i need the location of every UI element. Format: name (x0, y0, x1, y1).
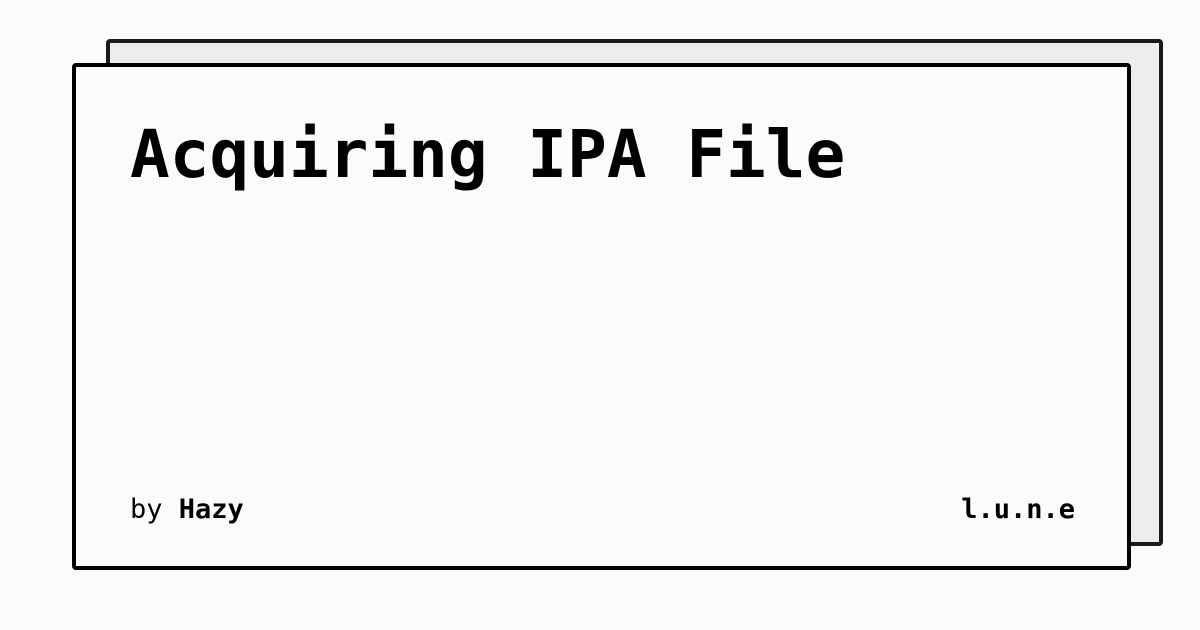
post-card: Acquiring IPA File by Hazy l.u.n.e (72, 63, 1131, 570)
byline: by Hazy (130, 493, 244, 527)
byline-prefix: by (130, 494, 163, 525)
author-name: Hazy (178, 494, 244, 525)
site-brand: l.u.n.e (961, 494, 1075, 525)
post-title: Acquiring IPA File (130, 116, 846, 193)
